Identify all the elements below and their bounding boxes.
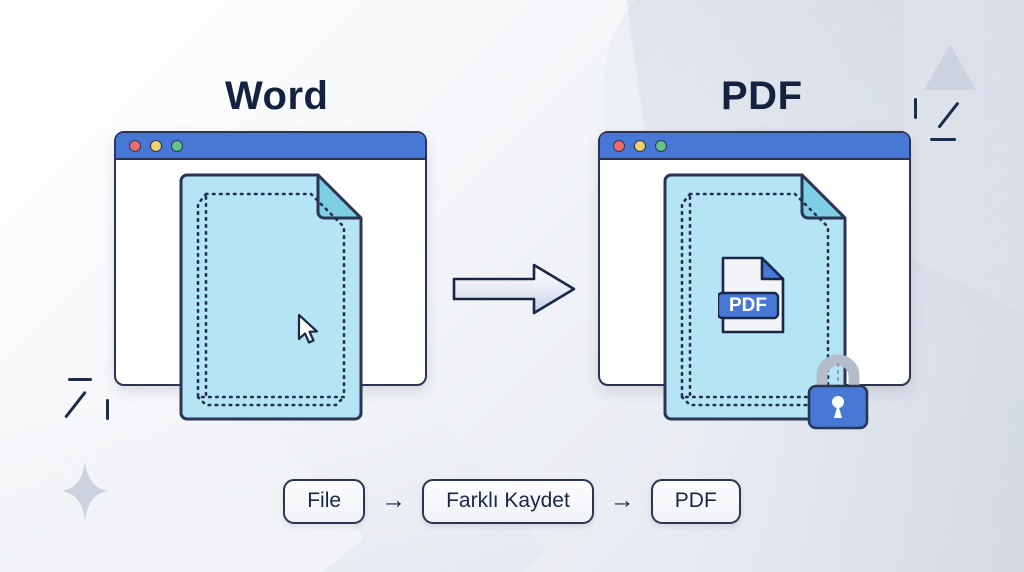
pdf-file-icon: PDF	[716, 255, 788, 340]
pdf-badge-label: PDF	[729, 295, 767, 316]
page-title-right: PDF	[721, 74, 803, 118]
step-save-as[interactable]: Farklı Kaydet	[422, 479, 594, 524]
sparkle-icon	[62, 462, 108, 520]
close-button-icon[interactable]	[129, 139, 141, 152]
step-separator-icon: →	[609, 485, 635, 514]
window-titlebar	[116, 133, 425, 160]
step-file[interactable]: File	[283, 479, 366, 524]
maximize-button-icon[interactable]	[655, 139, 667, 152]
breadcrumb: File → Farklı Kaydet → PDF	[0, 479, 1024, 524]
minimize-button-icon[interactable]	[150, 139, 162, 152]
minimize-button-icon[interactable]	[634, 139, 646, 152]
spark-line-icon	[106, 399, 109, 420]
spark-line-icon	[930, 138, 956, 141]
step-pdf[interactable]: PDF	[650, 479, 741, 524]
step-separator-icon: →	[381, 485, 407, 514]
mouse-cursor-icon	[297, 313, 319, 349]
spark-line-icon	[914, 98, 917, 119]
word-document[interactable]	[178, 172, 364, 422]
maximize-button-icon[interactable]	[171, 139, 183, 152]
window-titlebar	[600, 133, 909, 160]
lock-icon	[801, 354, 875, 435]
triangle-icon	[924, 44, 976, 90]
conversion-arrow-icon	[452, 262, 576, 321]
close-button-icon[interactable]	[613, 139, 625, 152]
page-title-left: Word	[225, 74, 329, 118]
spark-line-icon	[68, 378, 92, 381]
